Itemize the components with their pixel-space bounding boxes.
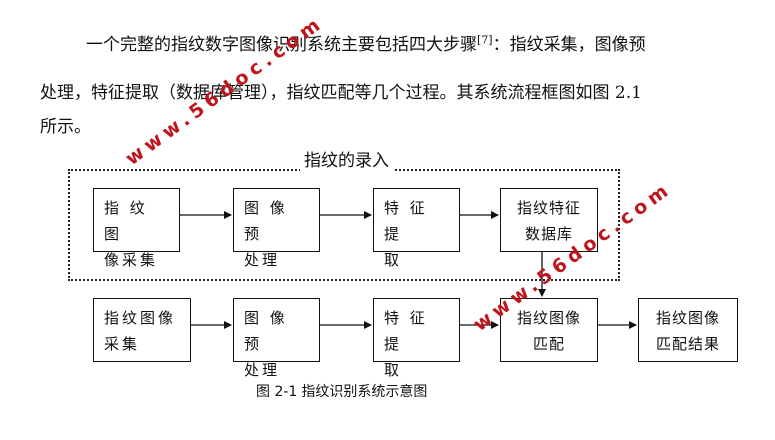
box-line: 指纹图像 xyxy=(655,309,720,327)
box-line: 匹配 xyxy=(532,335,565,353)
enroll-preprocess-box: 图 像 预 处理 xyxy=(233,188,320,269)
box-line: 处理 xyxy=(244,361,281,379)
box-line: 指纹图像 xyxy=(104,309,177,327)
enrollment-group-label: 指纹的录入 xyxy=(300,150,393,172)
paragraph-line-2: 处理，特征提取（数据库管理），指纹匹配等几个过程。其系统流程框图如图 2.1 xyxy=(40,83,642,103)
match-capture-box: 指纹图像 采集 xyxy=(93,298,191,362)
box-line: 取 xyxy=(384,361,403,379)
box-line: 图 像 预 xyxy=(244,309,288,353)
box-line: 指纹图像 xyxy=(516,309,581,327)
box-line: 特 征 提 xyxy=(384,199,428,243)
box-line: 像采集 xyxy=(104,251,159,269)
box-line: 取 xyxy=(384,251,403,269)
paragraph-line-3: 所示。 xyxy=(40,117,91,137)
box-line: 指纹特征 xyxy=(516,199,581,217)
box-line: 匹配结果 xyxy=(655,335,720,353)
feature-database-box: 指纹特征 数据库 xyxy=(500,188,598,252)
paragraph-line-1-tail: ：指纹采集，图像预 xyxy=(492,35,646,55)
match-feature-extract-box: 特 征 提 取 xyxy=(373,298,460,379)
enroll-feature-extract-box: 特 征 提 取 xyxy=(373,188,460,269)
paragraph-line-1: 一个完整的指纹数字图像识别系统主要包括四大步骤[7]：指纹采集，图像预 xyxy=(86,34,646,56)
figure-number: 图 2-1 xyxy=(256,384,298,400)
fingerprint-matching-box: 指纹图像 匹配 xyxy=(500,298,598,362)
box-line: 指 纹 图 xyxy=(104,199,148,243)
box-line: 特 征 提 xyxy=(384,309,428,353)
box-line: 图 像 预 xyxy=(244,199,288,243)
figure-title: 指纹识别系统示意图 xyxy=(301,384,428,400)
enroll-capture-box: 指 纹 图 像采集 xyxy=(93,188,180,269)
box-line: 处理 xyxy=(244,251,281,269)
box-line: 采集 xyxy=(104,335,141,353)
box-line: 数据库 xyxy=(524,225,573,243)
match-preprocess-box: 图 像 预 处理 xyxy=(233,298,320,379)
citation-ref[interactable]: [7] xyxy=(477,33,493,47)
match-result-box: 指纹图像 匹配结果 xyxy=(638,298,738,362)
paragraph-line-1-text: 一个完整的指纹数字图像识别系统主要包括四大步骤 xyxy=(86,35,477,55)
